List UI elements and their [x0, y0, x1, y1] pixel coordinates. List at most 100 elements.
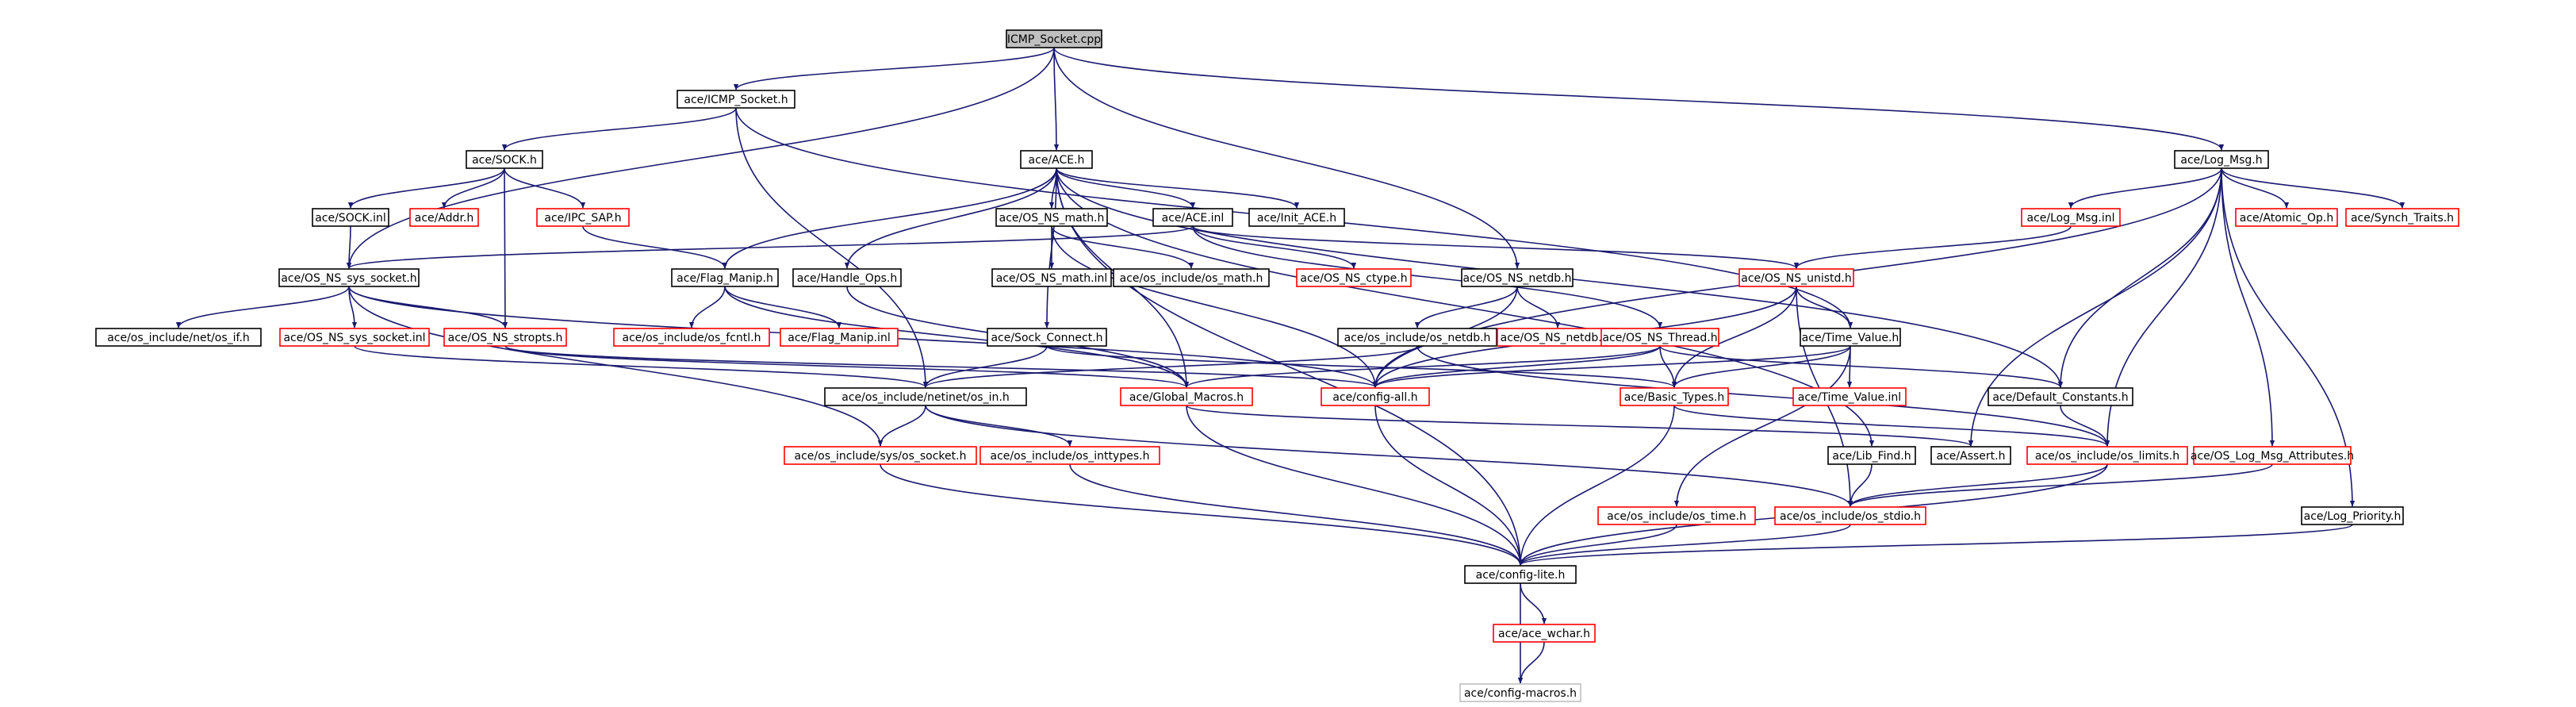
edge-line: [1051, 225, 1194, 269]
node-time-value-inl[interactable]: ace/Time_Value.inl: [1792, 387, 1907, 406]
edge-line: [501, 107, 737, 151]
edge-line: [1968, 167, 2222, 447]
node-os-ns-math-h[interactable]: ace/OS_NS_math.h: [995, 208, 1108, 227]
node-box: [792, 268, 902, 287]
edge-line: [844, 167, 1057, 269]
edge-line: [1520, 582, 1547, 624]
node-sock-inl[interactable]: ace/SOCK.inl: [312, 208, 389, 227]
node-handle-ops-h[interactable]: ace/Handle_Ops.h: [792, 268, 902, 287]
node-box: [1988, 387, 2133, 406]
node-box: [979, 446, 1160, 465]
node-config-lite-h[interactable]: ace/config-lite.h: [1464, 565, 1577, 584]
edge-log_msg_inl-to-os_ns_unistd_h: [1793, 225, 2072, 269]
node-box: [1597, 506, 1756, 525]
edge-line: [1372, 345, 1851, 388]
edge-netinet_in_h-to-os_stdio_h: [925, 405, 1853, 507]
node-assert-h[interactable]: ace/Assert.h: [1930, 446, 2011, 465]
edge-os_ns_sys_socket_h-to-os_ns_stropts_h: [348, 286, 508, 329]
node-label: ace/Handle_Ops.h: [797, 272, 898, 285]
node-box: [995, 208, 1108, 227]
node-icmp-socket-cpp: ICMP_Socket.cpp: [1006, 29, 1102, 48]
edge-ace_inl-to-os_ns_ctype_h: [1192, 225, 1357, 269]
edge-log_msg_h-to-assert_h: [1968, 167, 2222, 447]
edge-icmp_socket_h-to-sock_h: [501, 107, 737, 151]
edge-line: [1056, 167, 1196, 209]
node-log-msg-inl[interactable]: ace/Log_Msg.inl: [2021, 208, 2121, 227]
node-time-value-h[interactable]: ace/Time_Value.h: [1800, 328, 1901, 347]
node-atomic-op-h[interactable]: ace/Atomic_Op.h: [2235, 208, 2338, 227]
node-box: [824, 387, 1027, 406]
node-os-fcntl-h[interactable]: ace/os_include/os_fcntl.h: [613, 328, 770, 347]
edge-os_ns_stropts_h-to-global_macros_h: [504, 345, 1189, 388]
node-os-time-h[interactable]: ace/os_include/os_time.h: [1597, 506, 1756, 525]
node-global-macros-h[interactable]: ace/Global_Macros.h: [1120, 387, 1253, 406]
node-os-ns-netdb-inl[interactable]: ace/OS_NS_netdb.inl: [1497, 328, 1619, 347]
edge-icmp_socket_cpp-to-icmp_socket_h: [733, 47, 1055, 90]
node-box: [278, 268, 420, 287]
node-os-ns-netdb-h[interactable]: ace/OS_NS_netdb.h: [1461, 268, 1574, 287]
node-os-netdb-h[interactable]: ace/os_include/os_netdb.h: [1337, 328, 1497, 347]
node-init-ace-h[interactable]: ace/Init_ACE.h: [1248, 208, 1345, 227]
node-sock-connect-h[interactable]: ace/Sock_Connect.h: [987, 328, 1107, 347]
node-ipc-sap-h[interactable]: ace/IPC_SAP.h: [536, 208, 630, 227]
node-net-if-h[interactable]: ace/os_include/net/os_if.h: [95, 328, 262, 347]
edge-line: [1192, 225, 1663, 329]
node-flag-manip-h[interactable]: ace/Flag_Manip.h: [671, 268, 779, 287]
edge-line: [1046, 345, 1677, 388]
node-ace-inl[interactable]: ace/ACE.inl: [1152, 208, 1233, 227]
node-box: [1006, 29, 1102, 48]
node-os-ns-thread-h[interactable]: ace/OS_NS_Thread.h: [1600, 328, 1719, 347]
node-config-all-h[interactable]: ace/config-all.h: [1321, 387, 1430, 406]
node-netinet-in-h[interactable]: ace/os_include/netinet/os_in.h: [824, 387, 1027, 406]
edge-ace_wchar_h-to-config_macros_h: [1517, 641, 1545, 684]
node-flag-manip-inl[interactable]: ace/Flag_Manip.inl: [780, 328, 899, 347]
edge-line: [1673, 345, 1851, 507]
node-box: [780, 328, 899, 347]
node-default-constants-h[interactable]: ace/Default_Constants.h: [1988, 387, 2133, 406]
node-label: ace/OS_NS_ctype.h: [1300, 272, 1407, 285]
edge-os_ns_thread_h-to-global_macros_h: [1183, 345, 1661, 388]
edge-line: [1517, 641, 1545, 684]
node-synch-traits-h[interactable]: ace/Synch_Traits.h: [2345, 208, 2459, 227]
node-os-ns-unistd-h[interactable]: ace/OS_NS_unistd.h: [1738, 268, 1854, 287]
edge-line: [354, 345, 928, 388]
edge-line: [175, 286, 350, 329]
edge-icmp_socket_h-to-netinet_in_h: [735, 107, 929, 388]
node-sys-socket-h[interactable]: ace/os_include/sys/os_socket.h: [784, 446, 977, 465]
node-os-log-msg-attributes-h[interactable]: ace/OS_Log_Msg_Attributes.h: [2191, 446, 2354, 465]
node-config-macros-h[interactable]: ace/config-macros.h: [1459, 683, 1581, 702]
edge-log_priority_h-to-config_lite_h: [1518, 524, 2353, 566]
node-os-limits-h[interactable]: ace/os_include/os_limits.h: [2026, 446, 2188, 465]
node-label: ace/ACE.inl: [1162, 212, 1225, 225]
node-icmp-socket-h[interactable]: ace/ICMP_Socket.h: [677, 90, 795, 109]
node-box: [991, 268, 1112, 287]
node-os-stdio-h[interactable]: ace/os_include/os_stdio.h: [1774, 506, 1926, 525]
node-os-ns-math-inl[interactable]: ace/OS_NS_math.inl: [991, 268, 1112, 287]
node-label: ace/OS_NS_math.h: [999, 212, 1105, 225]
node-lib-find-h[interactable]: ace/Lib_Find.h: [1827, 446, 1916, 465]
node-basic-types-h[interactable]: ace/Basic_Types.h: [1620, 387, 1729, 406]
edge-line: [348, 286, 508, 329]
node-sock-h[interactable]: ace/SOCK.h: [466, 150, 543, 169]
node-os-inttypes-h[interactable]: ace/os_include/os_inttypes.h: [979, 446, 1160, 465]
node-os-math-h[interactable]: ace/os_include/os_math.h: [1113, 268, 1270, 287]
node-label: ace/Global_Macros.h: [1129, 391, 1244, 404]
node-os-ns-sys-socket-h[interactable]: ace/OS_NS_sys_socket.h: [278, 268, 420, 287]
node-label: ace/Assert.h: [1937, 450, 2006, 463]
edge-os_ns_unistd_h-to-basic_types_h: [1671, 286, 1797, 388]
node-label: ace/Basic_Types.h: [1624, 391, 1724, 404]
edge-sys_socket_h-to-config_lite_h: [880, 463, 1524, 566]
node-ace-h[interactable]: ace/ACE.h: [1020, 150, 1093, 169]
edge-os_stdio_h-to-config_lite_h: [1517, 524, 1851, 566]
node-ace-wchar-h[interactable]: ace/ace_wchar.h: [1493, 624, 1596, 643]
node-os-ns-sys-socket-inl[interactable]: ace/OS_NS_sys_socket.inl: [279, 328, 430, 347]
node-log-priority-h[interactable]: ace/Log_Priority.h: [2301, 506, 2404, 525]
edge-ace_h-to-handle_ops_h: [844, 167, 1057, 269]
edge-line: [735, 107, 929, 388]
node-log-msg-h[interactable]: ace/Log_Msg.h: [2174, 150, 2269, 169]
node-addr-h[interactable]: ace/Addr.h: [409, 208, 479, 227]
node-os-ns-ctype-h[interactable]: ace/OS_NS_ctype.h: [1296, 268, 1412, 287]
node-label: ace/Flag_Manip.h: [677, 272, 773, 285]
node-os-ns-stropts-h[interactable]: ace/OS_NS_stropts.h: [443, 328, 567, 347]
